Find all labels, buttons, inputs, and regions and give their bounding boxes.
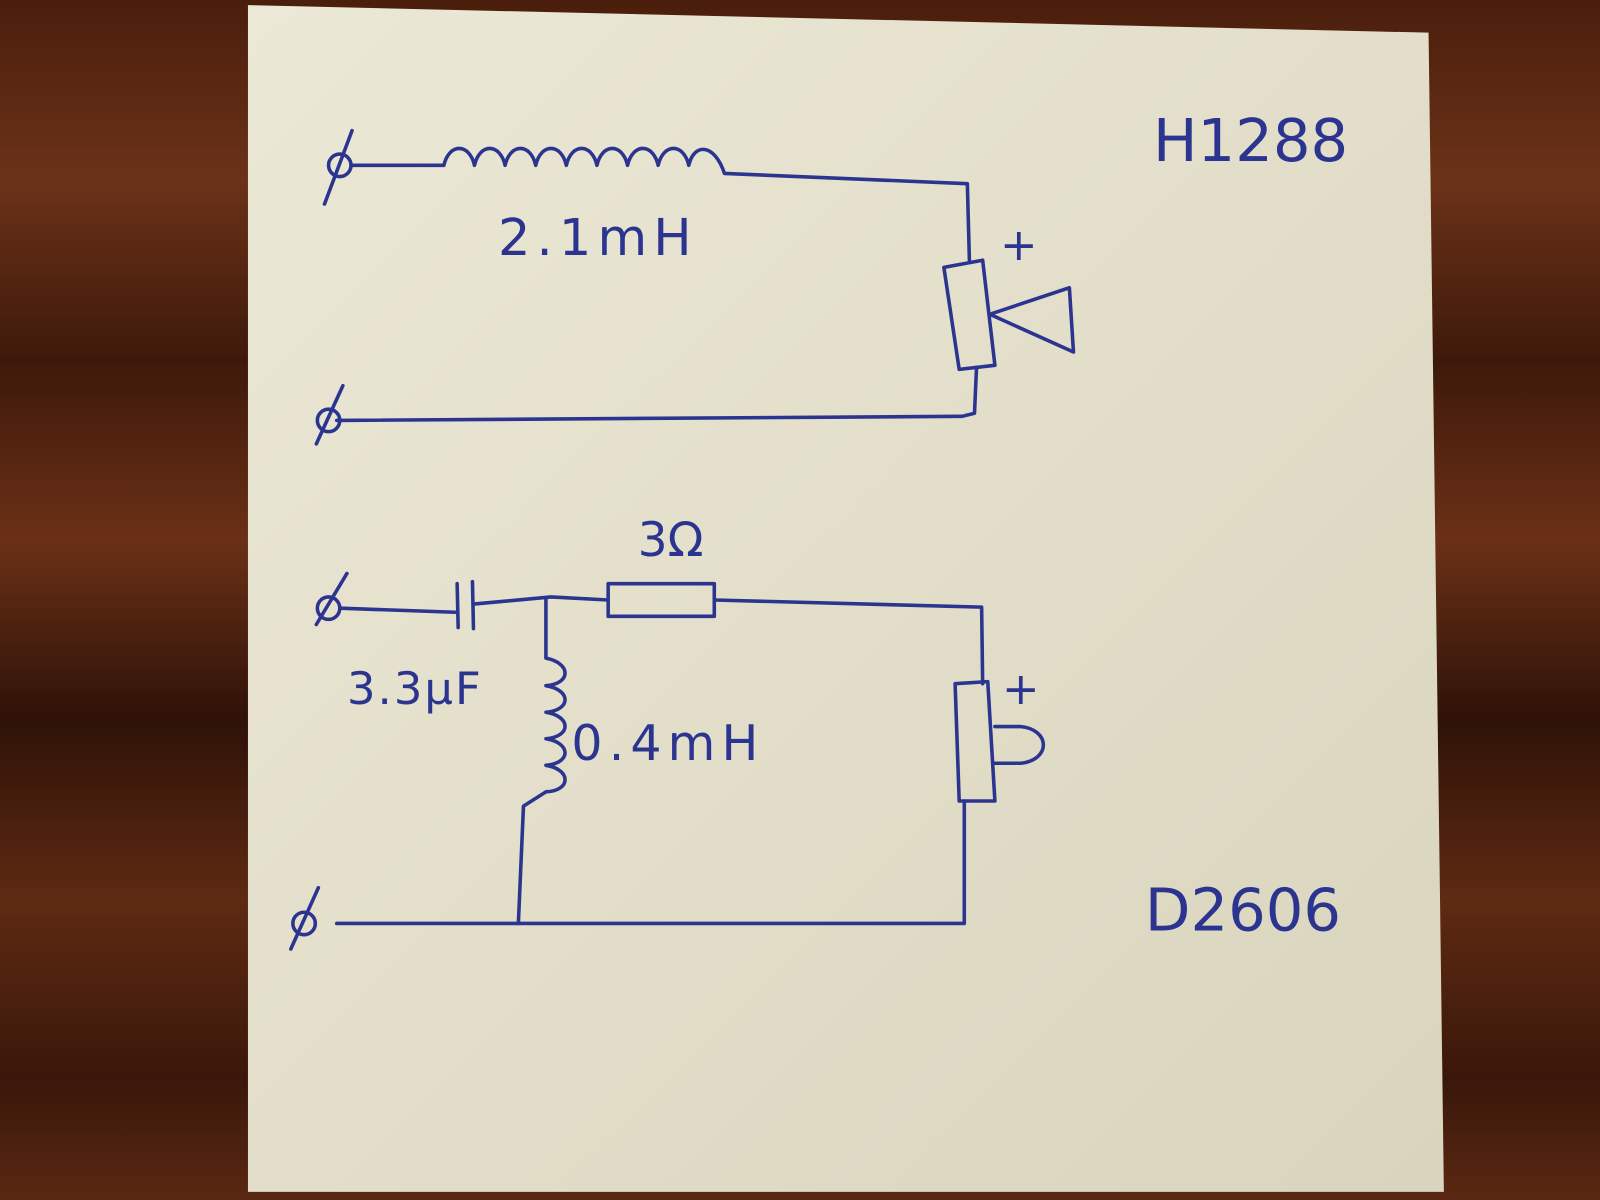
speaker-icon: [942, 258, 997, 372]
wire: [712, 598, 985, 686]
model-label: H1288: [1153, 106, 1348, 175]
polarity-label: +: [1002, 662, 1040, 715]
inductor-label: 2.1mH: [498, 209, 698, 268]
wire: [471, 595, 610, 606]
capacitor-label: 3.3μF: [347, 662, 483, 715]
speaker-cone: [988, 285, 1076, 354]
polarity-label: +: [1000, 218, 1038, 271]
inductor-coil: [349, 146, 972, 262]
model-label: D2606: [1145, 876, 1341, 945]
inductor-label: 0.4mH: [571, 715, 764, 772]
paper-sheet: [247, 5, 1444, 1192]
tweeter-dome: [993, 724, 1046, 766]
wire: [338, 606, 457, 615]
terminal-icon: [314, 383, 345, 446]
wire: [334, 365, 979, 423]
top-circuit: 2.1mH + H1288: [314, 106, 1348, 446]
speaker-icon: [953, 679, 997, 803]
resistor-label: 3Ω: [638, 513, 704, 568]
terminal-icon: [289, 885, 321, 951]
wire: [334, 799, 967, 926]
bottom-circuit: 3Ω 3.3μF 0.4mH + D2606: [289, 513, 1341, 951]
inductor-coil: [516, 596, 567, 926]
